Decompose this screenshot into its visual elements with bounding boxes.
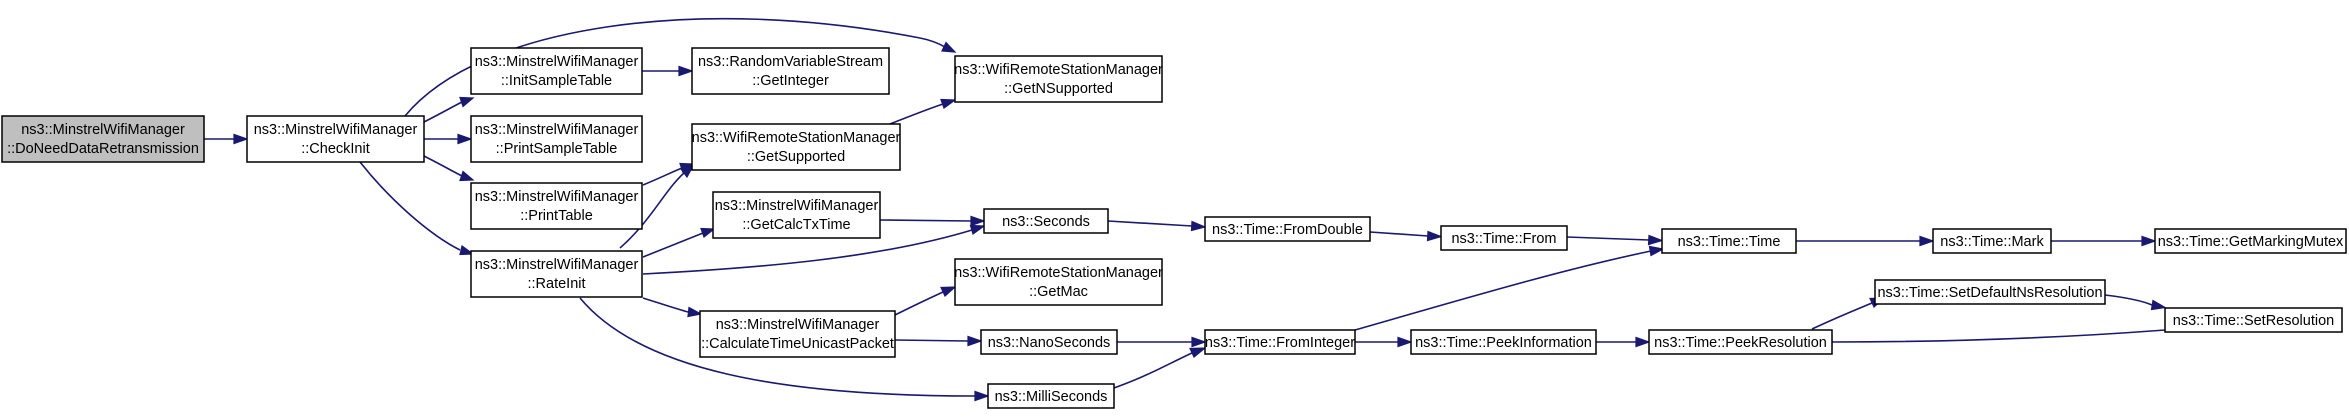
- node-seconds[interactable]: ns3::Seconds: [983, 208, 1109, 234]
- svg-text:::PrintTable: ::PrintTable: [520, 208, 593, 224]
- edge-setresolution-to-peekresolution: [1817, 329, 2166, 348]
- edge-from-to-time: [1566, 234, 1664, 246]
- node-time-set-resolution[interactable]: ns3::Time::SetResolution: [2164, 307, 2343, 333]
- svg-text:ns3::WifiRemoteStationManager: ns3::WifiRemoteStationManager: [954, 265, 1163, 281]
- node-get-mac[interactable]: ns3::WifiRemoteStationManager ::GetMac: [954, 258, 1163, 306]
- edge-checkinit-to-printsampletable: [424, 133, 473, 145]
- svg-text:::GetInteger: ::GetInteger: [752, 73, 829, 89]
- svg-text:::PrintSampleTable: ::PrintSampleTable: [496, 141, 618, 157]
- node-time-set-default-ns-resolution[interactable]: ns3::Time::SetDefaultNsResolution: [1874, 279, 2106, 305]
- edge-mark-to-getmarkingmutex: [2051, 235, 2157, 247]
- edge-getcalctxtime-to-seconds: [879, 215, 986, 227]
- node-do-need-data-retransmission[interactable]: ns3::MinstrelWifiManager ::DoNeedDataRet…: [1, 115, 205, 163]
- edge-initsampletable-to-getinteger: [642, 65, 694, 77]
- svg-text:ns3::WifiRemoteStationManager: ns3::WifiRemoteStationManager: [692, 130, 901, 146]
- svg-text:::GetSupported: ::GetSupported: [747, 149, 845, 165]
- svg-text:ns3::MinstrelWifiManager: ns3::MinstrelWifiManager: [475, 189, 639, 205]
- node-nano-seconds[interactable]: ns3::NanoSeconds: [980, 329, 1118, 355]
- svg-text:ns3::MinstrelWifiManager: ns3::MinstrelWifiManager: [475, 122, 639, 138]
- node-calculate-time-unicast-packet[interactable]: ns3::MinstrelWifiManager ::CalculateTime…: [699, 310, 896, 358]
- node-time-peek-resolution[interactable]: ns3::Time::PeekResolution: [1648, 329, 1833, 355]
- svg-text:ns3::Time::PeekResolution: ns3::Time::PeekResolution: [1654, 335, 1827, 351]
- node-milli-seconds[interactable]: ns3::MilliSeconds: [987, 383, 1115, 409]
- svg-text:ns3::Time::Time: ns3::Time::Time: [1678, 234, 1781, 250]
- edge-seconds-to-fromdouble: [1107, 220, 1207, 232]
- svg-text:::RateInit: ::RateInit: [527, 276, 585, 292]
- edge-peekresolution-to-setdefaultnsresolution: [1811, 297, 1886, 330]
- svg-text:::DoNeedDataRetransmission: ::DoNeedDataRetransmission: [7, 141, 199, 157]
- edge-fromdouble-to-from: [1369, 230, 1443, 242]
- svg-text:ns3::Time::SetResolution: ns3::Time::SetResolution: [2173, 313, 2334, 329]
- node-init-sample-table[interactable]: ns3::MinstrelWifiManager ::InitSampleTab…: [470, 47, 643, 95]
- svg-text:ns3::Seconds: ns3::Seconds: [1002, 214, 1090, 230]
- node-time-from-integer[interactable]: ns3::Time::FromInteger: [1204, 329, 1356, 355]
- svg-text:::GetMac: ::GetMac: [1029, 284, 1088, 300]
- svg-text:ns3::Time::SetDefaultNsResolut: ns3::Time::SetDefaultNsResolution: [1877, 285, 2102, 301]
- svg-text:ns3::MinstrelWifiManager: ns3::MinstrelWifiManager: [716, 317, 880, 333]
- node-time-peek-information[interactable]: ns3::Time::PeekInformation: [1410, 329, 1597, 355]
- edge-rateinit-to-getcalctxtime: [642, 227, 716, 258]
- svg-text:ns3::Time::FromDouble: ns3::Time::FromDouble: [1212, 222, 1363, 238]
- node-get-calc-tx-time[interactable]: ns3::MinstrelWifiManager ::GetCalcTxTime: [712, 191, 881, 239]
- svg-text:::CalculateTimeUnicastPacket: ::CalculateTimeUnicastPacket: [701, 336, 894, 352]
- edge-rateinit-to-milliseconds: [579, 297, 990, 402]
- edge-checkinit-to-printtable: [421, 154, 475, 182]
- node-time-get-marking-mutex[interactable]: ns3::Time::GetMarkingMutex: [2154, 228, 2347, 254]
- svg-text:ns3::MinstrelWifiManager: ns3::MinstrelWifiManager: [21, 122, 185, 138]
- edge-checkinit-to-rateinit: [359, 161, 475, 256]
- node-get-supported[interactable]: ns3::WifiRemoteStationManager ::GetSuppo…: [691, 123, 901, 171]
- svg-text:ns3::Time::FromInteger: ns3::Time::FromInteger: [1205, 335, 1355, 351]
- svg-text:::GetCalcTxTime: ::GetCalcTxTime: [742, 217, 850, 233]
- svg-text:ns3::MinstrelWifiManager: ns3::MinstrelWifiManager: [475, 257, 639, 273]
- node-check-init[interactable]: ns3::MinstrelWifiManager ::CheckInit: [246, 115, 425, 163]
- edge-frominteger-to-time: [1354, 245, 1665, 331]
- edge-setdefaultnsresolution-to-setresolution: [2104, 294, 2167, 311]
- svg-text:ns3::Time::From: ns3::Time::From: [1451, 231, 1556, 247]
- edge-rateinit-to-getsupported: [619, 165, 695, 249]
- edge-milliseconds-to-frominteger: [1113, 347, 1207, 389]
- node-time-time[interactable]: ns3::Time::Time: [1661, 228, 1797, 254]
- edge-checkinit-to-initsampletable: [421, 96, 475, 124]
- edge-peekinformation-to-peekresolution: [1596, 336, 1651, 348]
- edge-frominteger-to-peekinformation: [1355, 336, 1413, 348]
- node-random-variable-stream-get-integer[interactable]: ns3::RandomVariableStream ::GetInteger: [691, 47, 890, 95]
- edge-calculatetime-to-nanoseconds: [894, 335, 983, 347]
- edge-calculatetime-to-getmac: [894, 286, 957, 316]
- edge-rateinit-to-seconds: [642, 224, 986, 275]
- svg-text:ns3::RandomVariableStream: ns3::RandomVariableStream: [698, 54, 883, 70]
- node-time-mark[interactable]: ns3::Time::Mark: [1932, 228, 2052, 254]
- svg-text:::GetNSupported: ::GetNSupported: [1004, 81, 1113, 97]
- node-rate-init[interactable]: ns3::MinstrelWifiManager ::RateInit: [470, 250, 643, 298]
- node-print-sample-table[interactable]: ns3::MinstrelWifiManager ::PrintSampleTa…: [470, 115, 643, 163]
- node-time-from-double[interactable]: ns3::Time::FromDouble: [1204, 216, 1371, 242]
- edge-nanoseconds-to-frominteger: [1117, 336, 1207, 348]
- edge-time-to-mark: [1796, 235, 1935, 247]
- svg-text:::InitSampleTable: ::InitSampleTable: [501, 73, 612, 89]
- svg-text:ns3::Time::GetMarkingMutex: ns3::Time::GetMarkingMutex: [2158, 234, 2344, 250]
- svg-text:ns3::WifiRemoteStationManager: ns3::WifiRemoteStationManager: [954, 62, 1163, 78]
- edge-checkinit-to-getnsupported: [404, 17, 957, 117]
- node-print-table[interactable]: ns3::MinstrelWifiManager ::PrintTable: [470, 182, 643, 230]
- svg-text:ns3::Time::PeekInformation: ns3::Time::PeekInformation: [1415, 335, 1592, 351]
- node-time-from[interactable]: ns3::Time::From: [1440, 225, 1568, 251]
- edge-rateinit-to-calculatetime: [642, 297, 703, 318]
- edge-doneed-to-checkinit: [204, 133, 249, 145]
- svg-text:::CheckInit: ::CheckInit: [301, 141, 370, 157]
- svg-text:ns3::MinstrelWifiManager: ns3::MinstrelWifiManager: [254, 122, 418, 138]
- svg-text:ns3::MinstrelWifiManager: ns3::MinstrelWifiManager: [715, 198, 879, 214]
- svg-text:ns3::MilliSeconds: ns3::MilliSeconds: [995, 389, 1108, 405]
- svg-text:ns3::MinstrelWifiManager: ns3::MinstrelWifiManager: [475, 54, 639, 70]
- node-get-n-supported[interactable]: ns3::WifiRemoteStationManager ::GetNSupp…: [954, 55, 1163, 103]
- svg-text:ns3::NanoSeconds: ns3::NanoSeconds: [988, 335, 1111, 351]
- svg-text:ns3::Time::Mark: ns3::Time::Mark: [1940, 234, 2044, 250]
